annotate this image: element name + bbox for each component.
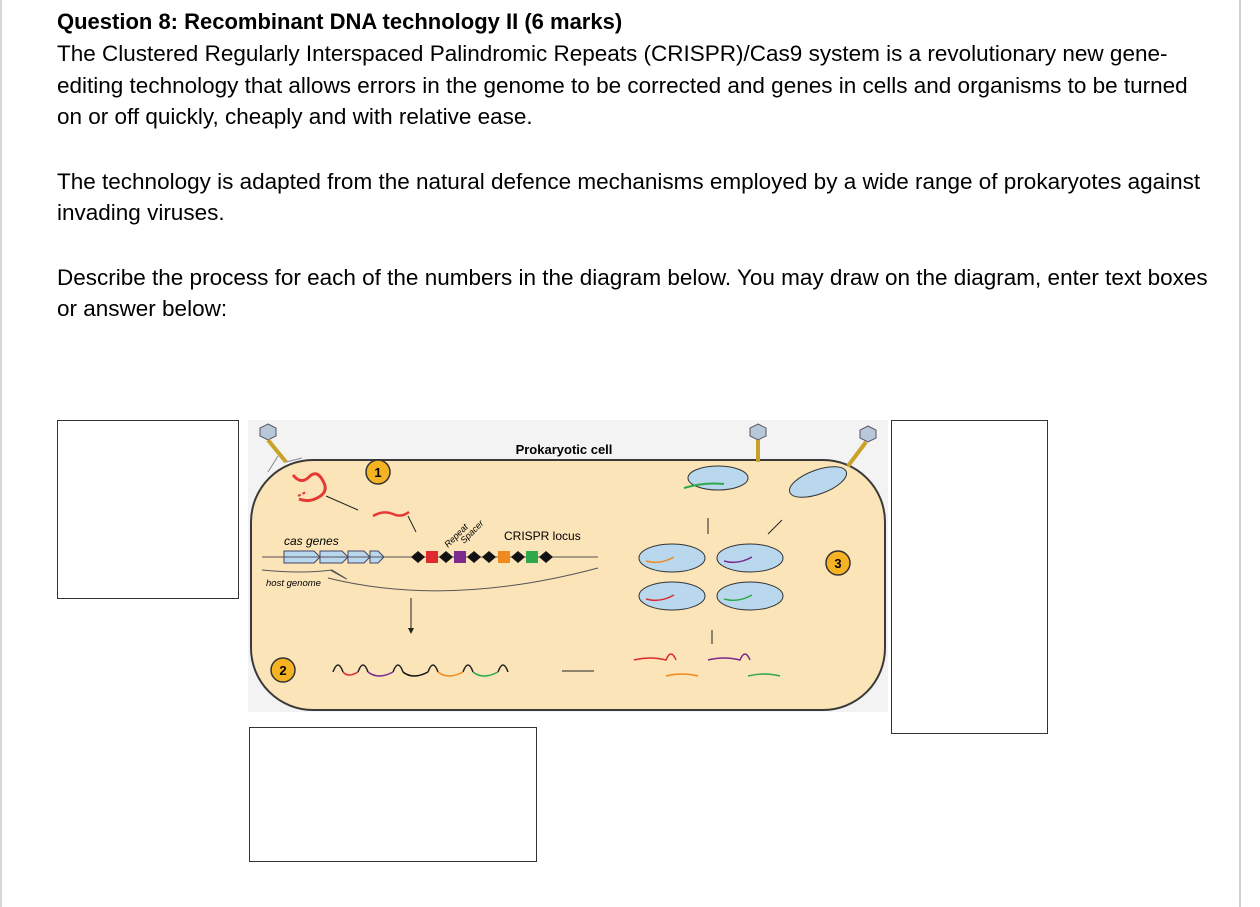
phage-dna-fragment-icon	[297, 491, 307, 497]
targeting-arrow-icon-2	[767, 519, 783, 535]
svg-text:1: 1	[374, 465, 381, 480]
step-marker-3: 3	[825, 550, 851, 576]
prokaryotic-cell-body	[250, 459, 886, 711]
bacteriophage-icon-2	[749, 423, 877, 468]
page-right-edge	[1239, 0, 1241, 907]
answer-box-step-2[interactable]	[249, 727, 537, 862]
cell-label: Prokaryotic cell	[516, 442, 613, 457]
spacer-fragment-icon	[372, 510, 410, 518]
cas9-cleavage-icon	[683, 465, 847, 498]
arrow-icon	[325, 495, 359, 511]
crrna-icon	[633, 653, 781, 677]
cas9-complex-icon	[638, 543, 784, 611]
phage-dna-icon	[291, 472, 327, 503]
step-marker-2: 2	[270, 657, 296, 683]
crispr-diagram[interactable]: Prokaryotic cell 1 cas genes host genome	[248, 420, 888, 712]
host-genome-loop	[261, 569, 347, 580]
pre-crrna-icon	[332, 664, 509, 677]
cas-genes-label: cas genes	[284, 534, 339, 548]
host-genome-label: host genome	[266, 578, 321, 589]
background-paragraph: The technology is adapted from the natur…	[57, 168, 1201, 226]
page-left-edge	[0, 0, 2, 907]
instruction-paragraph: Describe the process for each of the num…	[57, 264, 1208, 322]
answer-box-step-3[interactable]	[891, 420, 1048, 734]
question-block: Question 8: Recombinant DNA technology I…	[57, 6, 1217, 325]
svg-text:3: 3	[834, 556, 841, 571]
answer-box-step-1[interactable]	[57, 420, 239, 599]
svg-text:2: 2	[279, 663, 286, 678]
genome-curve	[327, 567, 599, 592]
arrowhead-icon	[408, 628, 414, 634]
intro-paragraph: The Clustered Regularly Interspaced Pali…	[57, 41, 1188, 129]
step-marker-1: 1	[365, 459, 391, 485]
crispr-locus-label: CRISPR locus	[504, 529, 581, 543]
arrow-icon	[407, 515, 417, 533]
question-title: Question 8: Recombinant DNA technology I…	[57, 9, 623, 34]
bacteriophage-icon	[259, 423, 303, 473]
crispr-array	[411, 551, 553, 563]
